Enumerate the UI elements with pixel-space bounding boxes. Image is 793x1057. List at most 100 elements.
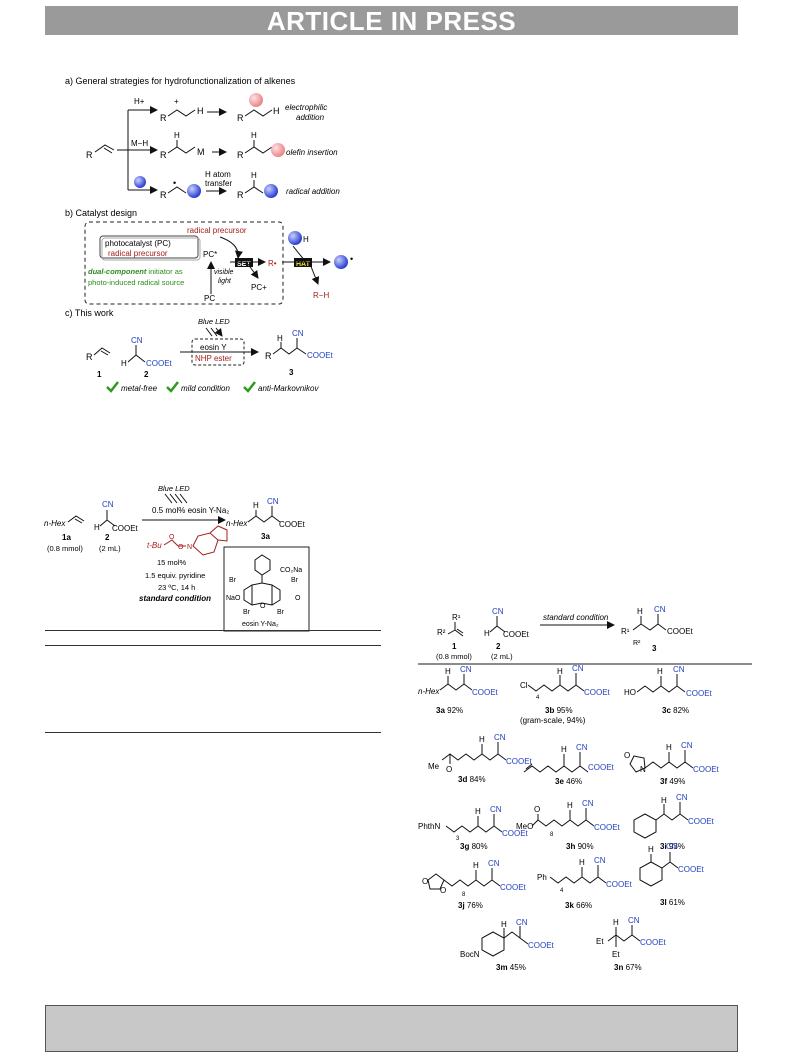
s2-ester — [99, 510, 116, 527]
svg-text:COOEt: COOEt — [502, 829, 529, 838]
pc-star: PC* — [203, 250, 217, 259]
s2-nhp-o2: O — [178, 544, 184, 551]
tw-alkene — [93, 347, 111, 356]
tw-cooet-2: COOEt — [307, 351, 334, 360]
s2-led-rays — [164, 493, 188, 504]
r-h: R−H — [313, 291, 329, 300]
tw-r: R — [86, 352, 93, 362]
s3-product — [632, 614, 667, 631]
s3-alkene — [447, 622, 464, 637]
s3-cn: CN — [492, 607, 504, 616]
pc-label: photocatalyst (PC) — [105, 239, 171, 248]
svg-text:COOEt: COOEt — [688, 817, 715, 826]
svg-text:COOEt: COOEt — [678, 865, 705, 874]
carbocation: + — [174, 97, 179, 106]
svg-text:PhthN: PhthN — [418, 822, 440, 831]
s3-ester — [489, 616, 506, 633]
s2-br3: Br — [243, 609, 251, 616]
svg-text:COOEt: COOEt — [640, 938, 667, 947]
product-3l-label: 3l 61% — [660, 898, 685, 907]
atom-r-6: R — [237, 190, 244, 200]
product-3c-label: 3c 82% — [662, 706, 689, 715]
s3-pcn: CN — [654, 605, 666, 614]
light-label: light — [218, 278, 232, 285]
svg-text:COOEt: COOEt — [693, 765, 720, 774]
atom-r-3: R — [160, 150, 167, 160]
footer-gray-box — [45, 1005, 738, 1052]
scheme-1-graphic: a) General strategies for hydrofunctiona… — [65, 76, 353, 393]
check-icon-3 — [243, 381, 256, 393]
atom-r-2: R — [237, 113, 244, 123]
s2-br4: Br — [277, 609, 285, 616]
tag-anti-markovnikov: anti-Markovnikov — [258, 384, 319, 393]
atom-r-1: R — [160, 113, 167, 123]
s2-pcn: CN — [267, 497, 279, 506]
s2-temp: 23 ºC, 14 h — [158, 583, 195, 592]
svg-text:CN: CN — [594, 856, 606, 865]
svg-text:4: 4 — [560, 888, 564, 894]
svg-text:COOEt: COOEt — [588, 763, 615, 772]
tw-h-2: H — [277, 334, 283, 343]
svg-text:COOEt: COOEt — [500, 883, 527, 892]
atom-m: M — [197, 147, 205, 157]
svg-text:CN: CN — [572, 664, 584, 673]
s2-eosin-load: 0.5 mol% eosin Y-Na₂ — [152, 506, 229, 515]
svg-text:CN: CN — [576, 743, 588, 752]
product-3b-note: (gram-scale, 94%) — [520, 716, 586, 725]
dual-label-2: photo-induced radical source — [88, 278, 184, 287]
s3-r1: R¹ — [452, 613, 461, 622]
s2-1a: 1a — [62, 533, 71, 542]
s2-pcooet: COOEt — [279, 520, 306, 529]
product-3k-label: 3k 66% — [565, 901, 592, 910]
svg-text:Cl: Cl — [520, 681, 528, 690]
atom-h-3: H — [174, 131, 180, 140]
svg-text:8: 8 — [462, 892, 466, 898]
svg-text:Et: Et — [612, 950, 620, 959]
svg-text:Ph: Ph — [537, 873, 547, 882]
r-radical: R• — [268, 259, 277, 268]
product-3b-label: 3b 95% — [545, 706, 573, 715]
tw-blue-led: Blue LED — [198, 317, 230, 326]
section-a-title: a) General strategies for hydrofunctiona… — [65, 76, 296, 86]
hat-label: HAT — [296, 261, 311, 268]
svg-text:COOEt: COOEt — [606, 880, 633, 889]
tw-eosin: eosin Y — [200, 343, 227, 352]
radical-out-dot: • — [350, 254, 353, 264]
product-3m-label: 3m 45% — [496, 963, 526, 972]
eosin-structure-box — [223, 546, 310, 632]
svg-text:H: H — [501, 920, 507, 929]
tw-product-bond — [272, 338, 307, 355]
s3-3: 3 — [652, 644, 657, 653]
tw-r-2: R — [265, 351, 272, 361]
table-rule-top — [45, 630, 381, 631]
svg-text:CN: CN — [628, 916, 640, 925]
s2-alkene — [67, 515, 85, 524]
svg-text:H: H — [657, 667, 663, 676]
s2-blue-led: Blue LED — [158, 484, 190, 493]
svg-text:CN: CN — [494, 733, 506, 742]
svg-text:COOEt: COOEt — [686, 689, 713, 698]
tag-mild: mild condition — [181, 384, 230, 393]
atom-h-2: H — [273, 106, 280, 116]
s2-tbu: t-Bu — [147, 541, 162, 550]
set-label: SET — [237, 261, 251, 268]
atom-r: R — [86, 150, 93, 160]
svg-text:n-Hex: n-Hex — [418, 687, 440, 696]
radical-dot: • — [173, 178, 176, 188]
s2-h2: H — [94, 523, 100, 532]
atom-r-5: R — [160, 190, 167, 200]
product-3e-label: 3e 46% — [555, 777, 582, 786]
product-3n-label: 3n 67% — [614, 963, 642, 972]
s3-pcooet: COOEt — [667, 627, 694, 636]
svg-text:CN: CN — [673, 665, 685, 674]
hat-donor-h: H — [303, 235, 309, 244]
section-b-title: b) Catalyst design — [65, 208, 137, 218]
s2-standard: standard condition — [139, 594, 211, 603]
visible-label: visible — [214, 269, 234, 276]
pc-label-box — [99, 235, 199, 259]
